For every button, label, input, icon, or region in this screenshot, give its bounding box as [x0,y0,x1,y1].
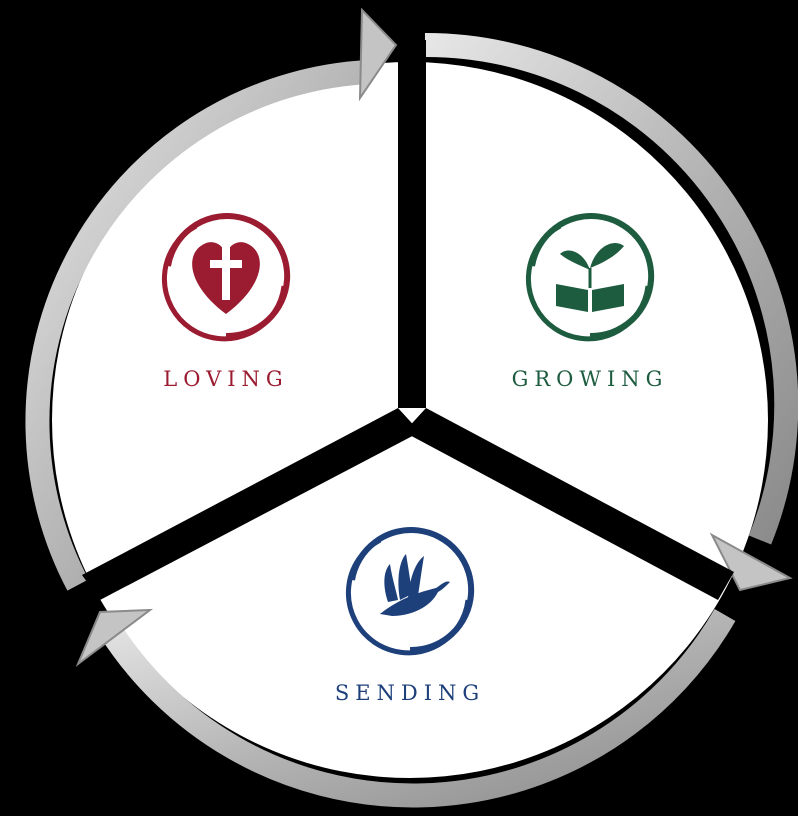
segment-growing: GROWING [512,213,669,394]
divider-right [404,408,734,600]
arrow-loving-to-growing [25,60,369,591]
segment-loving: LOVING [161,213,291,394]
arrow-sending-to-loving [99,609,736,808]
sending-label: SENDING [335,673,485,708]
divider-vertical [398,40,426,408]
divider-left [82,408,420,600]
segment-sending: SENDING [335,527,485,708]
heart-cross-icon [161,213,291,342]
loving-label: LOVING [163,359,288,394]
dove-icon [345,527,475,656]
segment-dividers [82,40,734,600]
arrow-head-right-icon [709,532,793,592]
sprout-book-icon [525,213,655,342]
arrow-head-left-icon [75,608,154,668]
arrow-head-top-icon [358,7,398,102]
arrow-growing-to-sending [424,32,798,545]
growing-label: GROWING [512,359,669,394]
cycle-arrows [25,7,798,808]
cycle-circle [52,62,768,778]
